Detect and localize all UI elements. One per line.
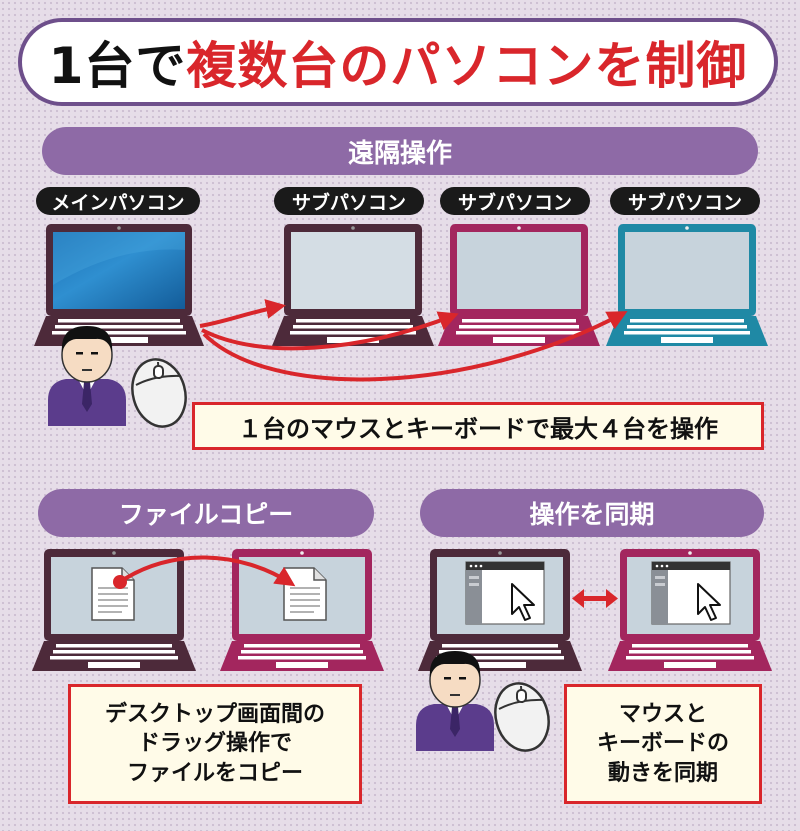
page-title: 1台で複数台のパソコンを制御 bbox=[18, 18, 778, 106]
sub-pc-label-3: サブパソコン bbox=[610, 187, 760, 215]
laptop-sub-1 bbox=[272, 224, 434, 346]
filecopy-header: ファイルコピー bbox=[38, 489, 374, 537]
sync-caption-line-3: 動きを同期 bbox=[607, 760, 718, 786]
sub-pc-label-2: サブパソコン bbox=[440, 187, 590, 215]
window-icon-right bbox=[651, 561, 731, 625]
window-icon bbox=[465, 561, 545, 625]
sync-caption: マウスと キーボードの 動きを同期 bbox=[564, 684, 762, 804]
cursor-icon bbox=[511, 583, 535, 621]
laptop-sub-3 bbox=[606, 224, 768, 346]
filecopy-caption-line-1: デスクトップ画面間の bbox=[104, 702, 325, 728]
remote-header: 遠隔操作 bbox=[42, 127, 758, 175]
cursor-icon-right bbox=[697, 583, 721, 621]
sub-pc-label-1: サブパソコン bbox=[274, 187, 424, 215]
filecopy-caption: デスクトップ画面間の ドラッグ操作で ファイルをコピー bbox=[68, 684, 362, 804]
double-arrow-icon bbox=[572, 589, 618, 608]
user-icon bbox=[48, 326, 126, 426]
filecopy-caption-line-3: ファイルをコピー bbox=[126, 760, 303, 786]
mouse-icon-bottom bbox=[494, 682, 550, 752]
remote-caption: １台のマウスとキーボードで最大４台を操作 bbox=[192, 402, 764, 450]
sync-caption-line-2: キーボードの bbox=[596, 731, 729, 757]
sync-caption-line-1: マウスと bbox=[618, 702, 707, 728]
sync-header: 操作を同期 bbox=[420, 489, 764, 537]
copy-arrow bbox=[113, 555, 296, 589]
main-pc-label: メインパソコン bbox=[36, 187, 200, 215]
filecopy-caption-line-2: ドラッグ操作で bbox=[137, 731, 292, 757]
remote-arrows bbox=[199, 299, 628, 382]
mouse-icon bbox=[131, 358, 187, 428]
user-icon-bottom bbox=[416, 651, 494, 751]
laptop-main bbox=[34, 224, 204, 346]
laptop-sub-2 bbox=[438, 224, 600, 346]
title-highlight: 複数台のパソコンを制御 bbox=[186, 37, 748, 95]
document-copy-icon bbox=[283, 567, 327, 621]
title-prefix: 1台で bbox=[48, 37, 187, 95]
